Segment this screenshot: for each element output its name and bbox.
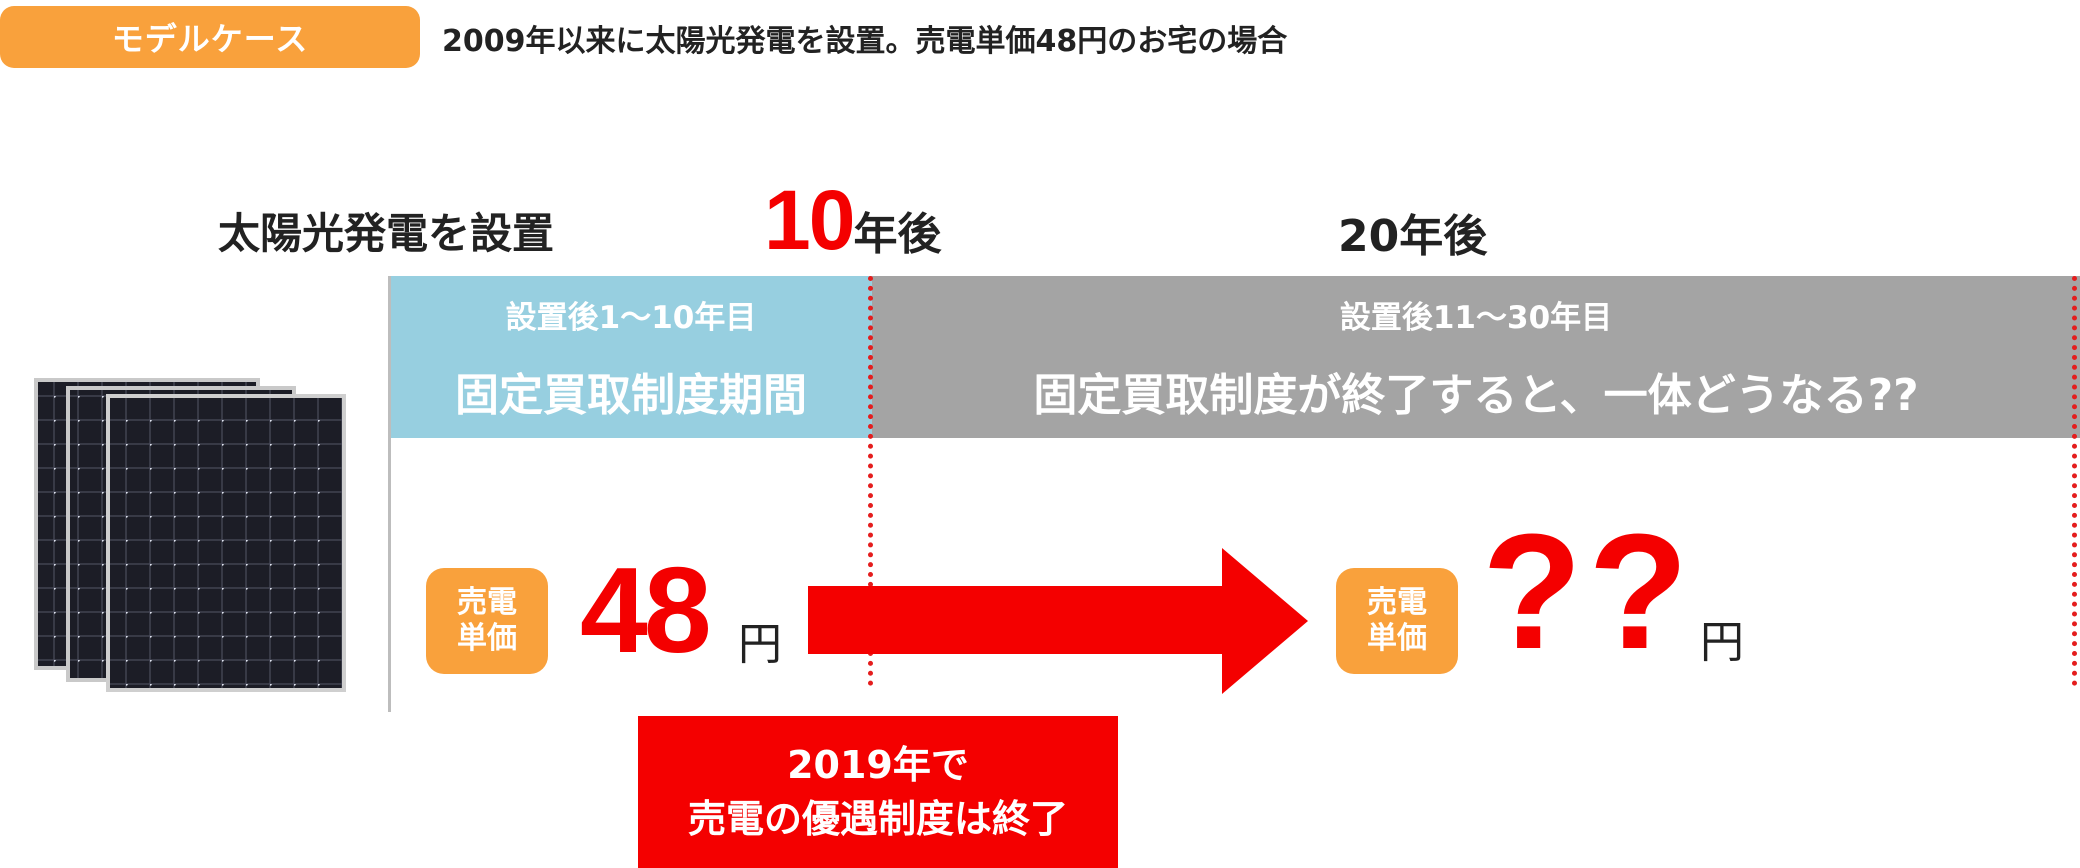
fixed-period-title: 固定買取制度期間 <box>455 370 807 421</box>
price-badge-current: 売電 単価 <box>426 568 548 674</box>
price-badge-line2: 単価 <box>1367 621 1427 656</box>
case-description: 2009年以来に太陽光発電を設置。売電単価48円のお宅の場合 <box>442 24 1288 59</box>
model-case-badge: モデルケース <box>0 6 420 68</box>
end-divider <box>2072 276 2077 686</box>
end-notice-box: 2019年で 売電の優遇制度は終了 <box>638 716 1118 868</box>
end-notice-line1: 2019年で <box>787 743 969 787</box>
right-arrow-icon <box>808 548 1308 694</box>
ten-years-number: 10 <box>764 173 855 267</box>
fixed-period-years: 設置後1〜10年目 <box>505 300 757 336</box>
install-label: 太陽光発電を設置 <box>218 209 555 258</box>
current-price-unit: 円 <box>738 619 782 670</box>
ten-years-suffix: 年後 <box>853 209 942 260</box>
future-price-unit: 円 <box>1700 617 1744 668</box>
current-price-value: 48 <box>580 542 712 678</box>
post-period-title: 固定買取制度が終了すると、一体どうなる?? <box>1033 370 1919 421</box>
price-badge-line1: 売電 <box>1367 585 1427 620</box>
fixed-price-period: 設置後1〜10年目 固定買取制度期間 <box>390 276 872 438</box>
price-badge-line1: 売電 <box>457 585 517 620</box>
twenty-years-label: 20年後 <box>1338 211 1488 262</box>
post-fixed-period: 設置後11〜30年目 固定買取制度が終了すると、一体どうなる?? <box>872 276 2080 438</box>
timeline-start-line <box>388 276 391 712</box>
price-badge-future: 売電 単価 <box>1336 568 1458 674</box>
end-notice-line2: 売電の優遇制度は終了 <box>687 797 1068 841</box>
ten-years-label: 10年後 <box>764 172 941 269</box>
post-period-years: 設置後11〜30年目 <box>1339 300 1613 336</box>
solar-panel-icon <box>30 372 350 692</box>
ten-year-divider <box>868 276 873 686</box>
price-badge-line2: 単価 <box>457 621 517 656</box>
future-price-value: ?? <box>1482 500 1695 683</box>
